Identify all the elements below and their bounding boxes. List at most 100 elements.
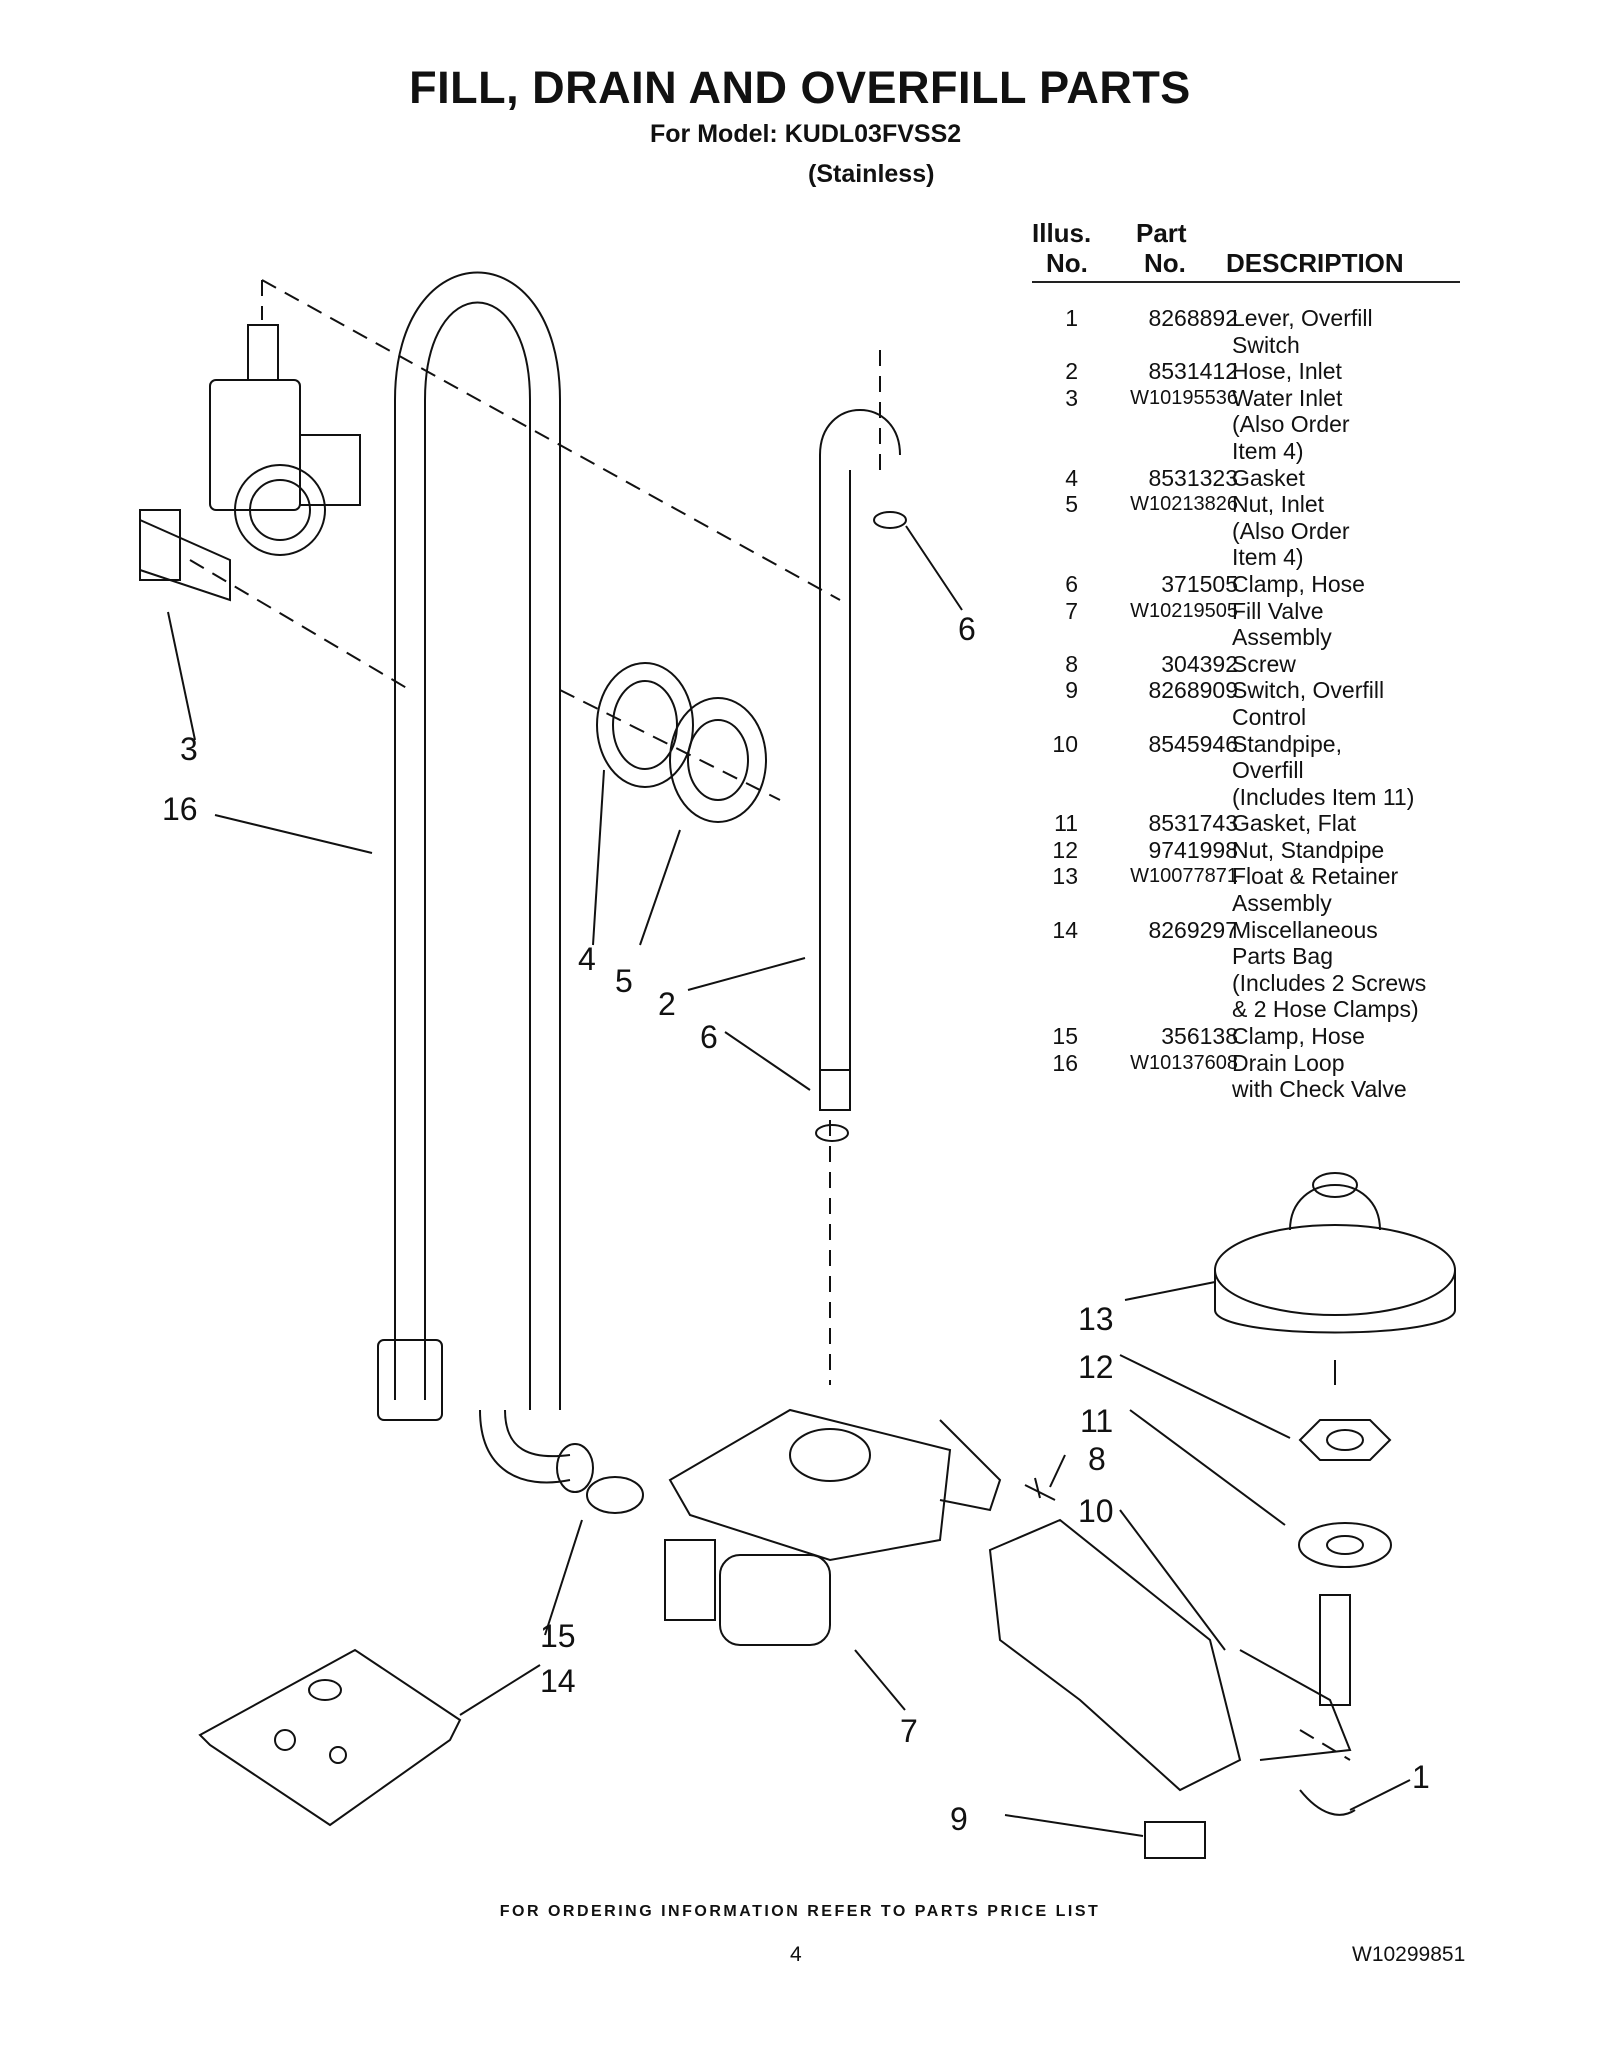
part-description: Screw — [1232, 650, 1296, 677]
page-number: 4 — [790, 1943, 802, 1966]
standpipe-illustration — [988, 1518, 1352, 1792]
illus-no: 4 — [1065, 464, 1078, 491]
hose-clamp-15-illustration — [586, 1476, 644, 1514]
inlet-hose-illustration — [819, 409, 901, 1111]
illus-no: 3 — [1065, 384, 1078, 411]
illus-no: 1 — [1065, 305, 1078, 331]
part-description: Miscellaneous Parts Bag (Includes 2 Scre… — [1232, 916, 1427, 1023]
illus-no: 14 — [1052, 916, 1078, 943]
overfill-lever-illustration — [1299, 1789, 1356, 1816]
illus-header-bottom: No. — [1046, 248, 1088, 278]
callout-7: 7 — [900, 1713, 918, 1749]
part-description: Nut, Standpipe — [1232, 836, 1385, 863]
illus-no: 16 — [1052, 1049, 1078, 1076]
part-no: 9741998 — [1148, 836, 1238, 863]
water-inlet-illustration — [139, 324, 361, 602]
part-description: Clamp, Hose — [1232, 570, 1365, 597]
drain-loop-illustration — [377, 271, 594, 1493]
assembly-lines — [189, 279, 1351, 1761]
overfill-switch-illustration — [1144, 1821, 1206, 1859]
part-description: Switch, Overfill Control — [1232, 677, 1385, 730]
part-header-bottom: No. — [1144, 248, 1186, 278]
illus-no: 8 — [1065, 650, 1078, 677]
part-no: 8531412 — [1148, 358, 1238, 385]
hose-clamp-bottom-illustration — [815, 1124, 849, 1142]
illus-header-top: Illus. — [1032, 218, 1092, 248]
part-no: 371505 — [1161, 570, 1238, 597]
part-no: 8545946 — [1148, 730, 1238, 757]
part-description: Fill Valve Assembly — [1232, 597, 1332, 651]
callout-15: 15 — [540, 1618, 576, 1654]
part-no: 8531323 — [1148, 464, 1238, 491]
callout-10: 10 — [1078, 1493, 1114, 1529]
callout-16: 16 — [162, 791, 198, 827]
illus-no: 12 — [1052, 836, 1078, 863]
hose-clamp-top-illustration — [873, 511, 907, 529]
callout-12: 12 — [1078, 1349, 1114, 1385]
part-description: Hose, Inlet — [1232, 358, 1342, 385]
part-no: W10219505 — [1130, 599, 1238, 622]
part-no: W10195536 — [1130, 386, 1238, 409]
part-no: W10077871 — [1130, 865, 1238, 888]
callout-8: 8 — [1088, 1441, 1106, 1477]
part-description: Water Inlet (Also Order Item 4) — [1232, 384, 1350, 464]
callout-6-lower: 6 — [700, 1019, 718, 1055]
illus-no: 5 — [1065, 491, 1078, 518]
illus-no: 9 — [1065, 677, 1078, 704]
callout-11: 11 — [1080, 1403, 1113, 1439]
callout-6-upper: 6 — [958, 611, 976, 647]
flat-gasket-illustration — [1298, 1522, 1392, 1568]
page-title: FILL, DRAIN AND OVERFILL PARTS — [409, 62, 1191, 113]
part-description: Gasket, Flat — [1232, 810, 1356, 837]
gasket-illustration — [596, 662, 694, 788]
illus-no: 6 — [1065, 570, 1078, 597]
part-no: 304392 — [1161, 650, 1238, 677]
callout-1: 1 — [1412, 1759, 1430, 1795]
part-description: Lever, Overfill Switch — [1232, 305, 1373, 358]
part-no: 8268909 — [1148, 677, 1238, 704]
part-header-top: Part — [1136, 218, 1187, 248]
illus-no: 13 — [1052, 863, 1078, 890]
callout-4: 4 — [578, 941, 596, 977]
callout-14: 14 — [540, 1663, 576, 1699]
ordering-note: FOR ORDERING INFORMATION REFER TO PARTS … — [499, 1903, 1101, 1920]
illus-no: 2 — [1065, 358, 1078, 385]
screw-illustration — [1024, 1477, 1056, 1501]
callout-9: 9 — [950, 1801, 968, 1837]
part-no: W10137608 — [1130, 1051, 1238, 1074]
finish-line: (Stainless) — [808, 160, 935, 188]
illus-no: 15 — [1052, 1023, 1078, 1050]
illus-no: 7 — [1065, 597, 1078, 624]
illus-no: 10 — [1052, 730, 1078, 757]
description-header: DESCRIPTION — [1226, 248, 1404, 278]
document-number: W10299851 — [1352, 1943, 1466, 1966]
part-description: Clamp, Hose — [1232, 1023, 1365, 1050]
model-line: For Model: KUDL03FVSS2 — [650, 120, 962, 148]
part-no: W10213826 — [1130, 493, 1238, 516]
part-description: Nut, Inlet (Also Order Item 4) — [1232, 491, 1350, 571]
part-description: Drain Loop with Check Valve — [1232, 1049, 1407, 1103]
callout-13: 13 — [1078, 1301, 1114, 1337]
part-no: 8531743 — [1148, 810, 1238, 837]
part-no: 8268892 — [1148, 305, 1238, 331]
callout-3: 3 — [180, 731, 198, 767]
leader-lines — [167, 525, 1411, 1837]
parts-bag-illustration — [198, 1648, 462, 1827]
fill-valve-illustration — [664, 1408, 1002, 1646]
callout-5: 5 — [615, 963, 633, 999]
illus-no: 11 — [1054, 810, 1078, 837]
table-header-rule — [1032, 281, 1460, 283]
callout-2: 2 — [658, 986, 676, 1022]
